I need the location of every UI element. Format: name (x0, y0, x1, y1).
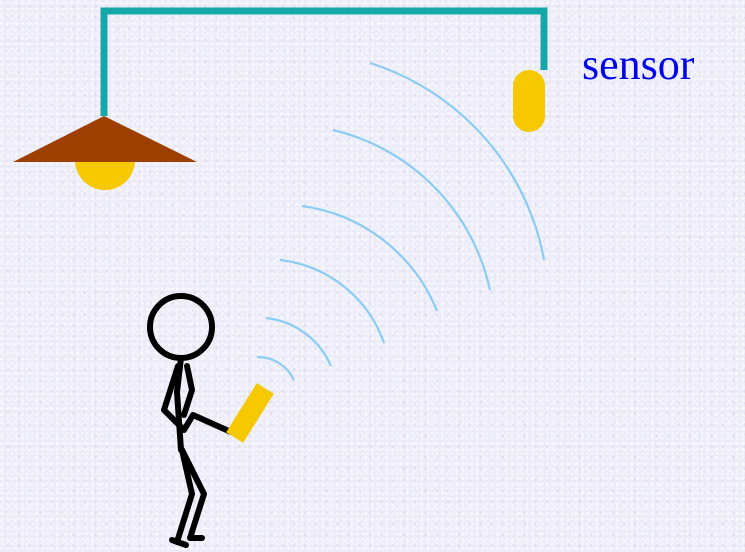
signal-wave (302, 206, 437, 311)
sensor-icon (513, 70, 545, 132)
remote-icon (226, 383, 274, 443)
signal-wave (266, 318, 331, 366)
sensor-label: sensor (582, 43, 694, 87)
person-arm-back (184, 366, 192, 415)
lampshade (13, 116, 197, 162)
signal-wave (280, 260, 384, 343)
person-back-foot (172, 540, 186, 545)
person-icon (150, 296, 231, 545)
lamp-bulb (75, 160, 135, 190)
signal-wave (257, 357, 294, 380)
wire-line (104, 11, 544, 116)
person-head (150, 296, 212, 358)
signal-waves (257, 63, 544, 380)
lamp-icon (13, 116, 197, 190)
person-arm-front (164, 366, 231, 432)
